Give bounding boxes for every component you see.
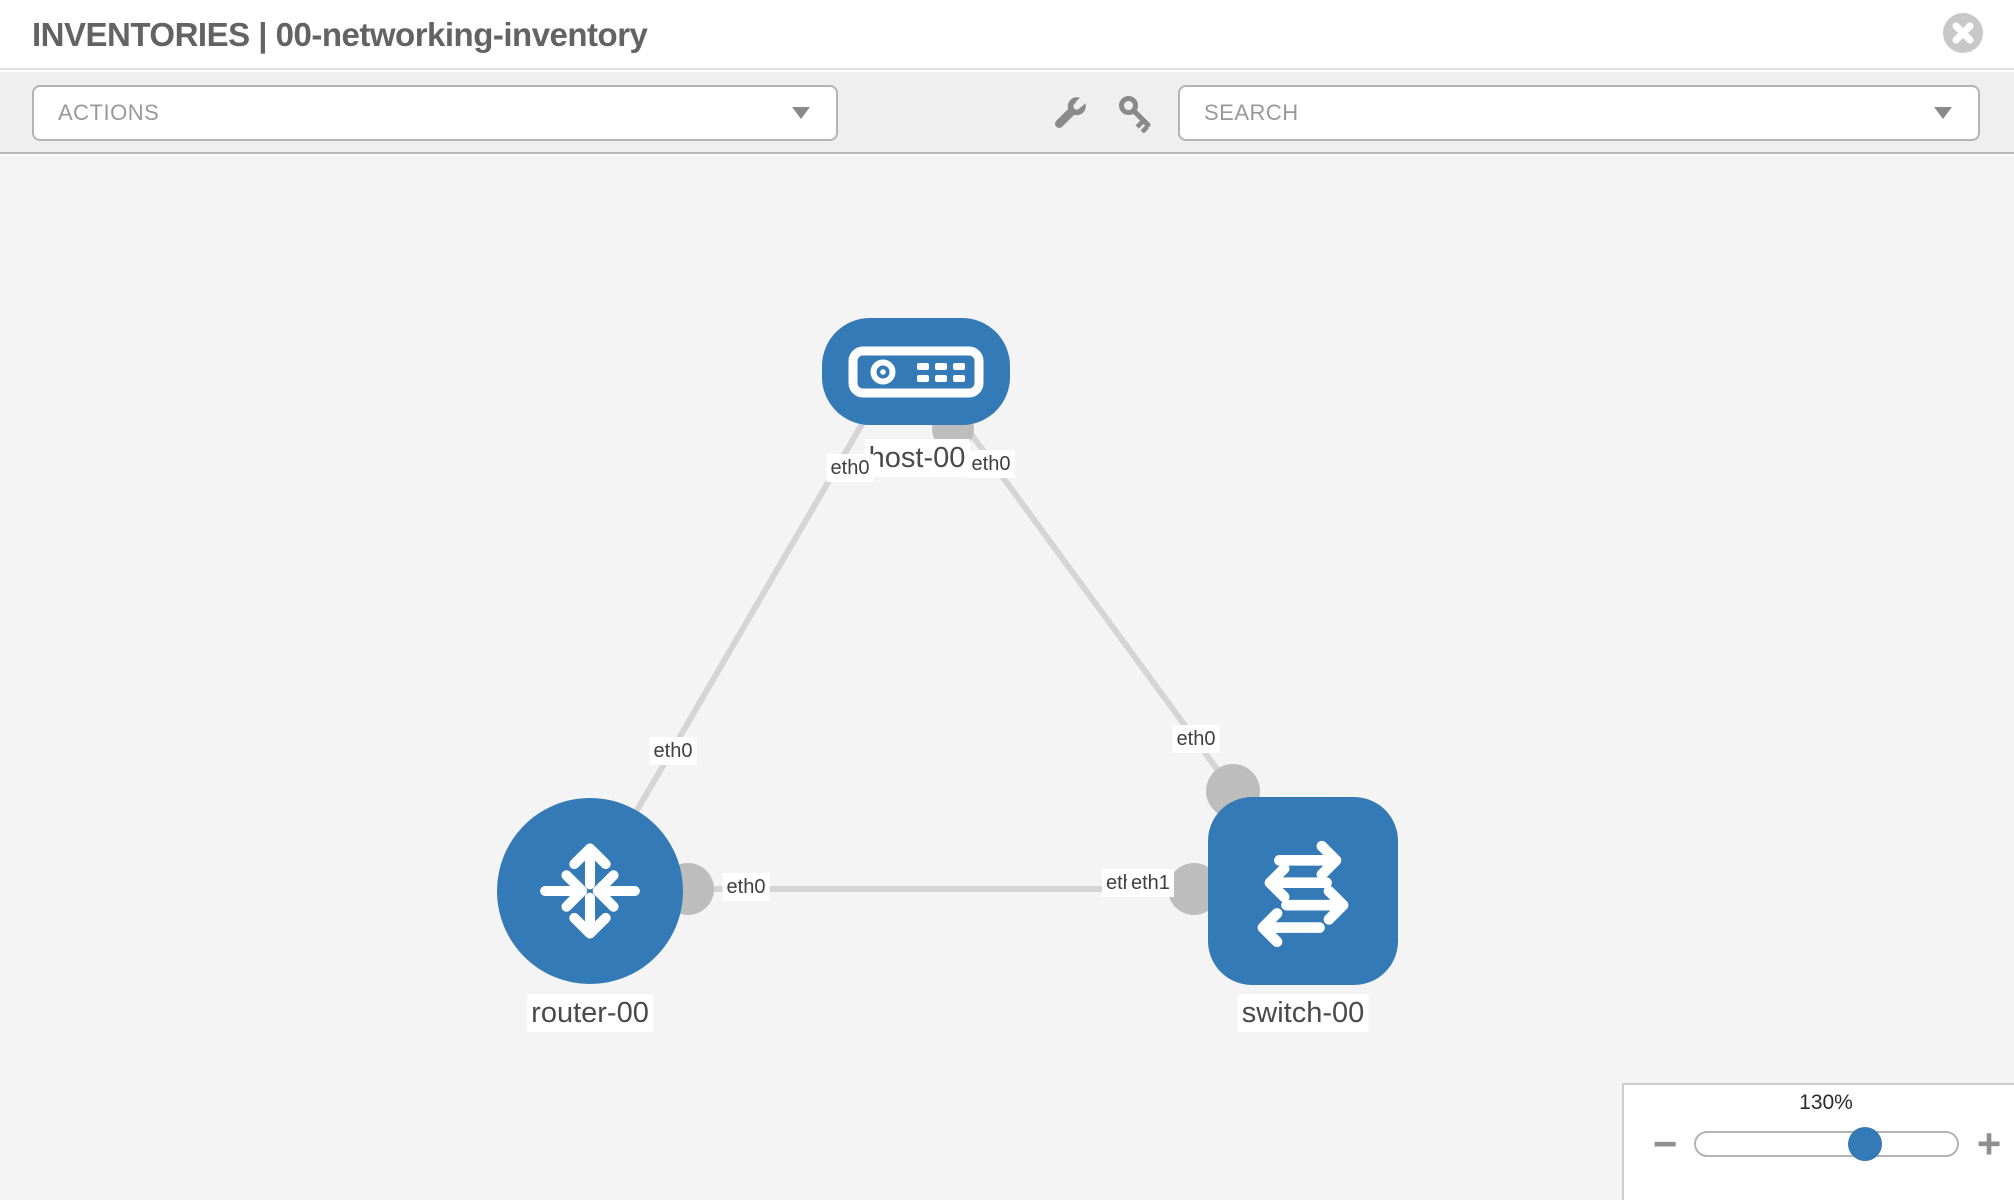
actions-dropdown-label: ACTIONS xyxy=(58,100,160,125)
connector-switch-left xyxy=(1168,863,1220,915)
node-router-00[interactable] xyxy=(497,798,683,984)
iface-label-router-eth0-right: eth0 xyxy=(722,873,770,901)
node-label-switch-00: switch-00 xyxy=(1237,994,1369,1032)
node-switch-00[interactable] xyxy=(1208,797,1398,985)
iface-label-switch-eth1: eth1 xyxy=(1127,869,1174,897)
topology-canvas[interactable]: host-00 router-00 switch-00 eth0 eth0 et… xyxy=(0,156,2014,1200)
iface-label-host-eth0-right: eth0 xyxy=(967,450,1015,478)
key-icon xyxy=(1119,96,1151,134)
switch-icon xyxy=(1257,840,1349,948)
page-title: INVENTORIES | 00-networking-inventory xyxy=(32,16,648,53)
zoom-level-value: 130% xyxy=(1799,1091,1853,1114)
zoom-slider-thumb[interactable] xyxy=(1848,1127,1882,1161)
chevron-down-icon xyxy=(1934,107,1952,119)
zoom-in-button[interactable]: + xyxy=(1976,1120,2002,1167)
chevron-down-icon xyxy=(792,107,810,119)
iface-label-router-eth0-top: eth0 xyxy=(649,737,697,765)
credentials-button[interactable] xyxy=(1115,92,1159,141)
zoom-slider-track[interactable] xyxy=(1694,1131,1959,1157)
toolbar: ACTIONS xyxy=(0,72,2014,154)
iface-label-host-eth0-left: eth0 xyxy=(826,454,874,482)
header: INVENTORIES | 00-networking-inventory xyxy=(0,0,2014,70)
close-button[interactable] xyxy=(1943,13,1983,53)
search-dropdown[interactable]: SEARCH xyxy=(1178,85,1980,141)
close-icon xyxy=(1943,13,1983,53)
node-label-router-00: router-00 xyxy=(527,994,653,1032)
actions-dropdown[interactable]: ACTIONS xyxy=(32,85,838,141)
wrench-icon xyxy=(1055,94,1089,128)
zoom-out-button[interactable]: − xyxy=(1652,1120,1678,1167)
topology-links-layer xyxy=(587,398,1260,915)
zoom-panel: 130% − + xyxy=(1622,1083,2014,1200)
router-icon xyxy=(540,843,640,939)
node-host-00[interactable] xyxy=(822,318,1010,425)
iface-label-switch-eth0-top: eth0 xyxy=(1172,725,1220,753)
node-label-host-00: host-00 xyxy=(864,439,970,477)
host-icon xyxy=(848,346,984,397)
search-dropdown-label: SEARCH xyxy=(1204,100,1299,125)
configure-button[interactable] xyxy=(1047,92,1091,141)
